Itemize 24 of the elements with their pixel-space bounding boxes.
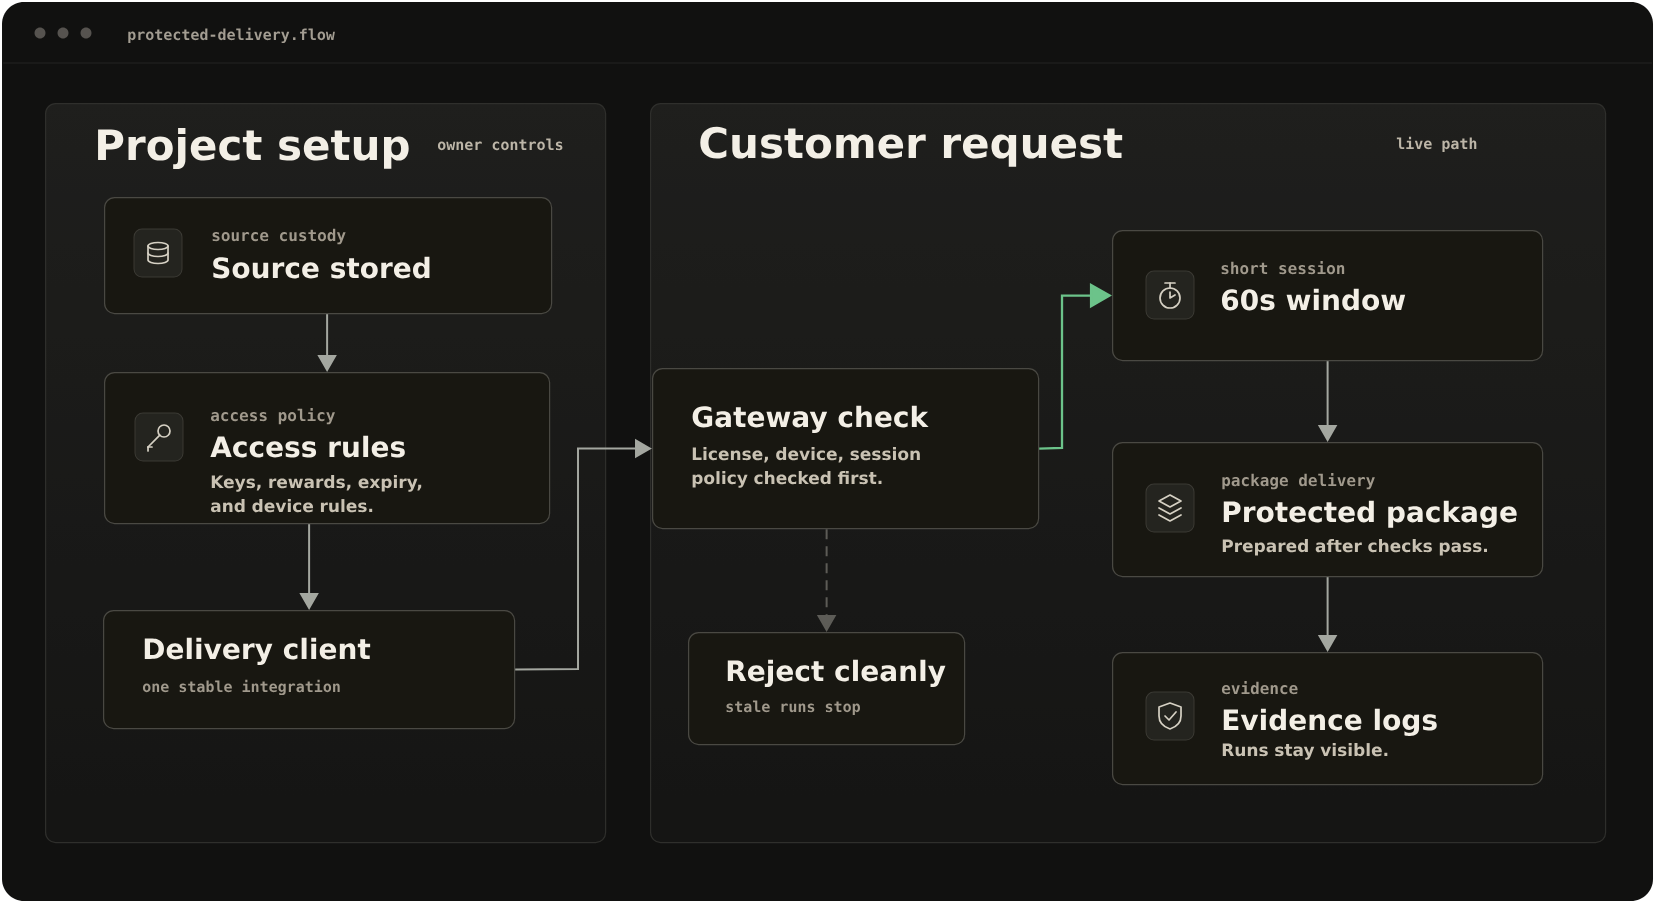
section-tag: live path [1396,136,1477,153]
card-title: Access rules [210,435,405,458]
card-description: Runs stay visible. [1222,743,1388,760]
card-description: Keys, rewards, expiry, and device rules. [210,475,422,513]
card-title: Evidence logs [1223,708,1437,737]
card-description: Prepared after checks pass. [1222,539,1487,556]
card-subtitle: stale runs stop [726,700,860,716]
card-title: Source stored [213,256,430,279]
file-path: protected-delivery.flow [128,27,335,44]
card-label: source custody [212,228,346,245]
card-title: Delivery client [144,637,371,666]
card-title: Protected package [1223,500,1517,529]
card-subtitle: one stable integration [142,679,340,696]
card-description: License, device, session policy checked first. [692,447,920,488]
card-title: 60s window [1221,288,1406,311]
card-title: Gateway check [692,405,929,434]
card-label: evidence [1221,681,1298,695]
card-label: short session [1221,261,1345,275]
section-heading: Customer request [700,126,1123,167]
section-heading: Project setup [98,128,409,170]
section-tag: owner controls [437,138,563,151]
card-label: package delivery [1222,473,1375,490]
card-label: access policy [210,408,335,425]
card-title: Reject cleanly [727,659,946,688]
